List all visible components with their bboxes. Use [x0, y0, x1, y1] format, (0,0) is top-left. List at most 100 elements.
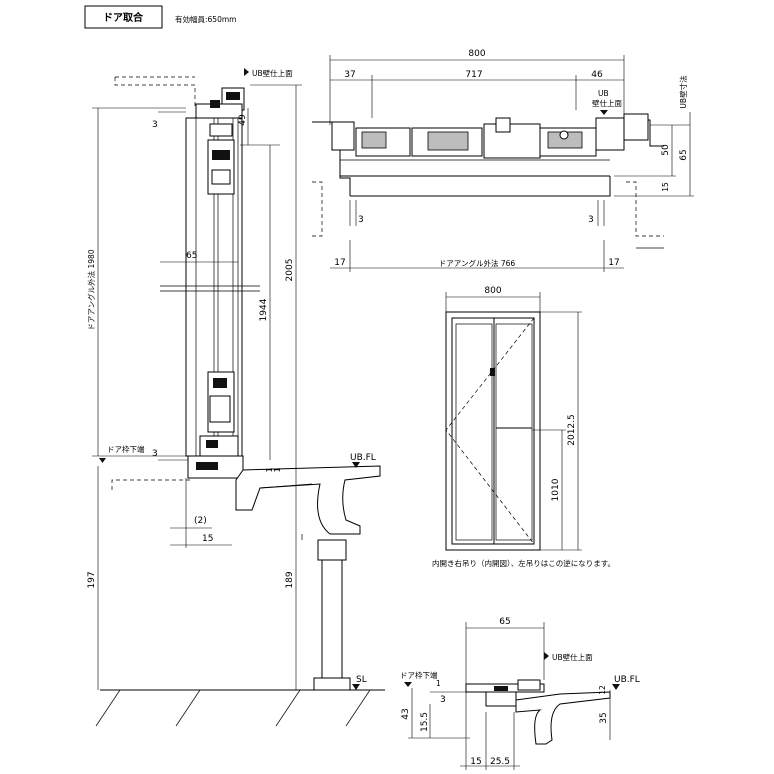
- elev-inner-frame: [451, 317, 535, 545]
- detail-ub-floor: [515, 691, 611, 745]
- elev-leaf-left: [455, 323, 493, 541]
- dim-43-label: 43: [401, 708, 411, 719]
- plan-handle: [495, 117, 511, 133]
- elev-note: 内開き右吊り（内開図）、左吊りはこの逆になります。: [432, 558, 615, 568]
- detail-sill-body: [485, 691, 517, 707]
- elevation-view: 800 2012.5 1010 内開き右吊り（内開図）、左吊りはこの逆になります…: [432, 286, 615, 568]
- dim-15-label: 15: [202, 534, 213, 544]
- dim-717-label: 717: [465, 70, 482, 80]
- dim-1b-label: 1: [273, 467, 282, 472]
- elev-swing-indicator: [445, 317, 535, 545]
- dim-65-detail-label: 65: [499, 617, 510, 627]
- plan-ub-label: UB: [598, 89, 609, 98]
- door-frame-bottom-arrow: [99, 458, 106, 463]
- detail-ub-fl-label: UB.FL: [614, 675, 640, 685]
- ub-wall-top-label: UB壁仕上面: [252, 68, 293, 78]
- dim-3-detail-label: 3: [440, 695, 446, 705]
- dim-3-bottom-label: 3: [152, 449, 158, 459]
- dim-35-label: 35: [599, 712, 609, 723]
- dim-189-label: 189: [285, 571, 295, 588]
- upper-roller: [209, 123, 233, 137]
- dim-1a-label: 1: [265, 467, 274, 472]
- section-view: UB壁仕上面: [86, 68, 385, 727]
- lower-hinge-dark: [213, 378, 227, 388]
- dim-15-plan-label: 15: [661, 182, 670, 192]
- plan-ub-arrow: [600, 110, 608, 115]
- elev-handle: [490, 368, 495, 376]
- subtitle-text: 有効幅員:650mm: [175, 14, 236, 24]
- leg-base: [313, 677, 351, 691]
- plan-leaf-2-core: [427, 131, 469, 151]
- ub-fl-label: UB.FL: [350, 453, 376, 463]
- detail-ub-wall-arrow: [544, 652, 549, 660]
- plan-right-wall-box: [623, 113, 649, 141]
- plan-left-jamb: [331, 121, 355, 151]
- bottom-rail-dark: [206, 440, 218, 448]
- ub-wall-arrow: [244, 68, 249, 76]
- dim-46-label: 46: [591, 70, 603, 80]
- dim-65-plan-label: 65: [679, 149, 689, 160]
- sl-label: SL: [356, 675, 367, 685]
- wall-top-break: [114, 77, 196, 108]
- elev-leaf-right: [495, 323, 533, 541]
- ub-floor-pan: [235, 465, 381, 535]
- bottom-rail: [199, 435, 239, 457]
- title-text: ドア取合: [103, 11, 144, 24]
- dim-2005-label: 2005: [285, 259, 295, 282]
- dim-800-plan-label: 800: [468, 49, 485, 59]
- plan-view: 800 37 717 46 UB 壁仕上面: [312, 49, 694, 272]
- leg-head: [317, 539, 347, 561]
- plan-left-wall: [312, 121, 351, 196]
- detail-latch: [517, 679, 541, 691]
- detail-ub-fl-arrow: [612, 684, 620, 690]
- elev-outer-frame: [445, 311, 541, 551]
- dim-3-right-label: 3: [588, 215, 594, 225]
- dim-50-label: 50: [661, 144, 671, 156]
- head-frame-inner: [226, 92, 240, 100]
- dim-3-top-label: 3: [152, 120, 158, 130]
- plan-leaf-1-core: [361, 131, 387, 149]
- detail-door-frame-arrow: [404, 682, 412, 687]
- title-block: ドア取合 有効幅員:650mm: [84, 5, 236, 29]
- floor-break-left: [111, 479, 190, 490]
- dim-766-label: ドアアングル外法 766: [439, 258, 516, 268]
- ub-fl-arrow: [352, 462, 360, 468]
- dim-37-label: 37: [344, 70, 355, 80]
- lower-hinge-plate: [209, 395, 231, 423]
- dim-2-label: (2): [194, 516, 207, 526]
- detail-view: 65 UB壁仕上面 ドア枠下端 1 43 15.5 3 12 35 UB.FL …: [400, 617, 640, 770]
- dim-17-left-label: 17: [334, 258, 345, 268]
- plan-ub-thick-label: UB壁寸法: [678, 75, 688, 109]
- dim-49-label: 49: [238, 114, 248, 126]
- sill-dark: [196, 462, 218, 470]
- dim-3-left-label: 3: [358, 215, 364, 225]
- dim-155-label: 15.5: [420, 712, 430, 732]
- dim-1010-label: 1010: [551, 478, 561, 501]
- dim-255-detail-label: 25.5: [490, 757, 510, 767]
- plan-frame-corner: [602, 176, 611, 197]
- dim-1944-label: 1944: [259, 298, 269, 321]
- upper-hinge-block: [207, 139, 235, 195]
- dim-2012-label: 2012.5: [567, 414, 577, 446]
- plan-leaf-3: [483, 123, 541, 159]
- dim-1-detail-label: 1: [436, 679, 441, 688]
- dim-197-label: 197: [87, 571, 97, 588]
- support-leg: [321, 559, 343, 679]
- dim-1980-label: ドアアングル外法 1980: [86, 249, 96, 330]
- upper-hinge-plate: [211, 169, 231, 185]
- dim-65-label: 65: [186, 251, 197, 261]
- plan-pivot: [559, 130, 569, 140]
- dim-15-detail-label: 15: [470, 757, 481, 767]
- dim-800-elev-label: 800: [484, 286, 501, 296]
- plan-right-jamb: [595, 117, 625, 151]
- detail-ub-wall-label: UB壁仕上面: [552, 652, 593, 662]
- plan-ub-wall-label: 壁仕上面: [592, 98, 622, 108]
- title-box: [84, 5, 163, 29]
- detail-sill-dark: [494, 686, 508, 691]
- upper-hinge-dark: [212, 150, 230, 160]
- dim-17-right-label: 17: [608, 258, 619, 268]
- detail-door-frame-label: ドア枠下端: [400, 670, 438, 680]
- door-frame-bottom-label: ドア枠下端: [107, 444, 145, 454]
- plan-left-break: [312, 181, 323, 237]
